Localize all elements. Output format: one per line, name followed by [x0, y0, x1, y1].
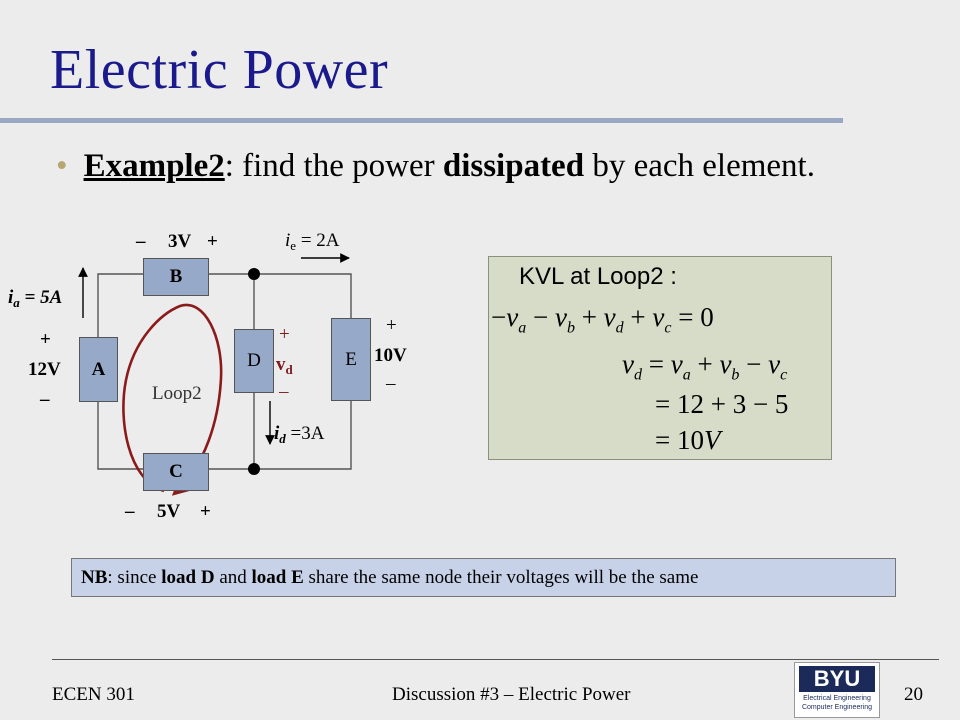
- slide-title: Electric Power: [50, 39, 389, 101]
- kvl-line-3: = 12 + 3 − 5: [655, 389, 789, 419]
- a-voltage: 12V: [28, 359, 61, 380]
- note-load-d: load D: [161, 567, 215, 588]
- footer-course: ECEN 301: [52, 684, 135, 705]
- bullet-line: • Example2: find the power dissipated by …: [56, 148, 815, 185]
- byu-logo: BYU Electrical Engineering Computer Engi…: [794, 662, 880, 718]
- c-plus: +: [200, 501, 211, 522]
- note-box: NB: since load D and load E share the sa…: [71, 558, 896, 597]
- b-minus: –: [136, 231, 146, 252]
- ie-label: ie = 2A: [285, 230, 340, 253]
- note-prefix: NB: [81, 567, 108, 588]
- ia-label: ia = 5A: [8, 287, 63, 310]
- title-rule: [0, 118, 843, 123]
- component-b: B: [143, 258, 209, 296]
- b-plus: +: [207, 231, 218, 252]
- b-voltage: 3V: [168, 231, 192, 252]
- bullet-emphasis: dissipated: [442, 148, 585, 184]
- logo-line-2: Computer Engineering: [801, 704, 873, 711]
- bullet-term: Example2: [83, 148, 225, 184]
- bullet-text-before: : find the power: [224, 148, 443, 184]
- a-plus: +: [40, 329, 51, 350]
- note-load-e: load E: [251, 567, 304, 588]
- logo-word: BYU: [799, 666, 875, 692]
- kvl-line-2: vd = va + vb − vc: [622, 349, 788, 384]
- component-e: E: [331, 318, 371, 401]
- kvl-line-1: −va − vb + vd + vc = 0: [491, 302, 714, 337]
- vd-label: vd: [276, 354, 293, 377]
- e-minus: –: [386, 373, 396, 394]
- bullet-text-after: by each element.: [584, 148, 815, 184]
- id-label: id =3A: [274, 423, 325, 446]
- kvl-box: KVL at Loop2 : −va − vb + vd + vc = 0 vd…: [488, 256, 832, 460]
- logo-line-1: Electrical Engineering: [803, 695, 871, 702]
- node-bottom: [248, 463, 260, 475]
- e-plus: +: [386, 315, 397, 336]
- component-c: C: [143, 453, 209, 491]
- footer-center: Discussion #3 – Electric Power: [392, 684, 631, 705]
- component-d: D: [234, 329, 274, 393]
- component-a: A: [79, 337, 118, 402]
- footer-rule: [52, 659, 939, 660]
- footer-page: 20: [904, 684, 923, 705]
- a-minus: –: [40, 389, 50, 410]
- bullet-dot: •: [56, 148, 68, 184]
- loop-label: Loop2: [152, 383, 202, 404]
- d-plus: +: [279, 324, 290, 345]
- kvl-heading: KVL at Loop2 :: [519, 263, 677, 290]
- node-top: [248, 268, 260, 280]
- kvl-line-4: = 10V: [655, 425, 721, 455]
- e-voltage: 10V: [374, 345, 407, 366]
- c-voltage: 5V: [157, 501, 181, 522]
- c-minus: –: [125, 501, 135, 522]
- d-minus: –: [279, 381, 289, 402]
